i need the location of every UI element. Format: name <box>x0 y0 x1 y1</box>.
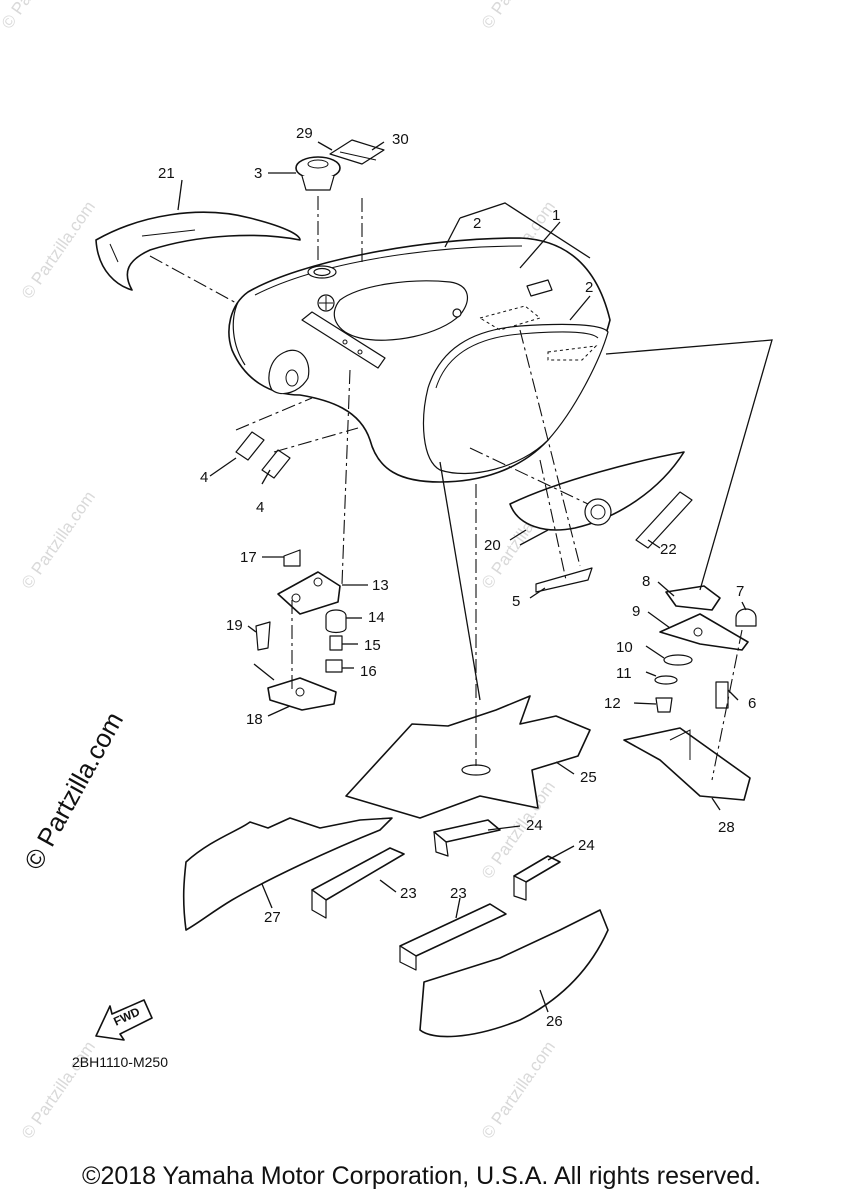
fuel-tank <box>228 237 611 483</box>
side-pad <box>535 567 593 593</box>
watermark: © Partzilla.com <box>18 198 99 303</box>
watermark: © Partzilla.com <box>0 0 79 32</box>
callout-16: 16 <box>360 663 377 680</box>
callout-17: 17 <box>240 549 257 566</box>
callout-4: 4 <box>256 499 264 516</box>
callout-7: 7 <box>736 583 744 600</box>
forward-arrow-icon: FWD <box>95 999 153 1041</box>
callout-24: 24 <box>578 837 595 854</box>
damper-pad <box>235 431 265 461</box>
side-cover-right <box>419 909 609 1038</box>
callout-labels: 1 2 2 3 4 4 5 6 7 8 9 10 11 12 13 14 15 … <box>158 125 756 1030</box>
callout-13: 13 <box>372 577 389 594</box>
callout-12: 12 <box>604 695 621 712</box>
callout-15: 15 <box>364 637 381 654</box>
callout-22: 22 <box>660 541 677 558</box>
callout-5: 5 <box>512 593 520 610</box>
callout-24: 24 <box>526 817 543 834</box>
watermark: © Partzilla.com <box>478 0 559 32</box>
tank-strip <box>635 491 693 549</box>
callout-9: 9 <box>632 603 640 620</box>
callout-10: 10 <box>616 639 633 656</box>
rubber-blocks <box>311 819 561 971</box>
callout-23: 23 <box>450 885 467 902</box>
callout-4: 4 <box>200 469 208 486</box>
callout-6: 6 <box>748 695 756 712</box>
callout-29: 29 <box>296 125 313 142</box>
callout-21: 21 <box>158 165 175 182</box>
callout-18: 18 <box>246 711 263 728</box>
insulator-sheet <box>345 695 591 819</box>
right-bracket-assembly <box>623 585 757 801</box>
diagram-code: 2BH1110-M250 <box>72 1054 168 1070</box>
callout-19: 19 <box>226 617 243 634</box>
callout-3: 3 <box>254 165 262 182</box>
callout-27: 27 <box>264 909 281 926</box>
callout-20: 20 <box>484 537 501 554</box>
callout-30: 30 <box>392 131 409 148</box>
copyright-notice: ©2018 Yamaha Motor Corporation, U.S.A. A… <box>82 1162 761 1190</box>
left-bracket-assembly <box>255 549 347 711</box>
callout-26: 26 <box>546 1013 563 1030</box>
tank-trim-upper <box>95 211 301 291</box>
side-cover-left <box>182 817 393 931</box>
callout-2: 2 <box>473 215 481 232</box>
callout-14: 14 <box>368 609 385 626</box>
leader-lines <box>149 141 773 1013</box>
watermark: © Partzilla.com <box>478 1038 559 1143</box>
callout-25: 25 <box>580 769 597 786</box>
damper-pad <box>261 449 291 479</box>
callout-8: 8 <box>642 573 650 590</box>
warning-label <box>329 139 385 165</box>
tank-emblem <box>509 451 685 531</box>
callout-28: 28 <box>718 819 735 836</box>
watermark: © Partzilla.com <box>18 488 99 593</box>
callout-11: 11 <box>616 665 632 682</box>
callout-1: 1 <box>552 207 560 224</box>
callout-2: 2 <box>585 279 593 296</box>
callout-23: 23 <box>400 885 417 902</box>
fuel-cap <box>295 156 341 191</box>
